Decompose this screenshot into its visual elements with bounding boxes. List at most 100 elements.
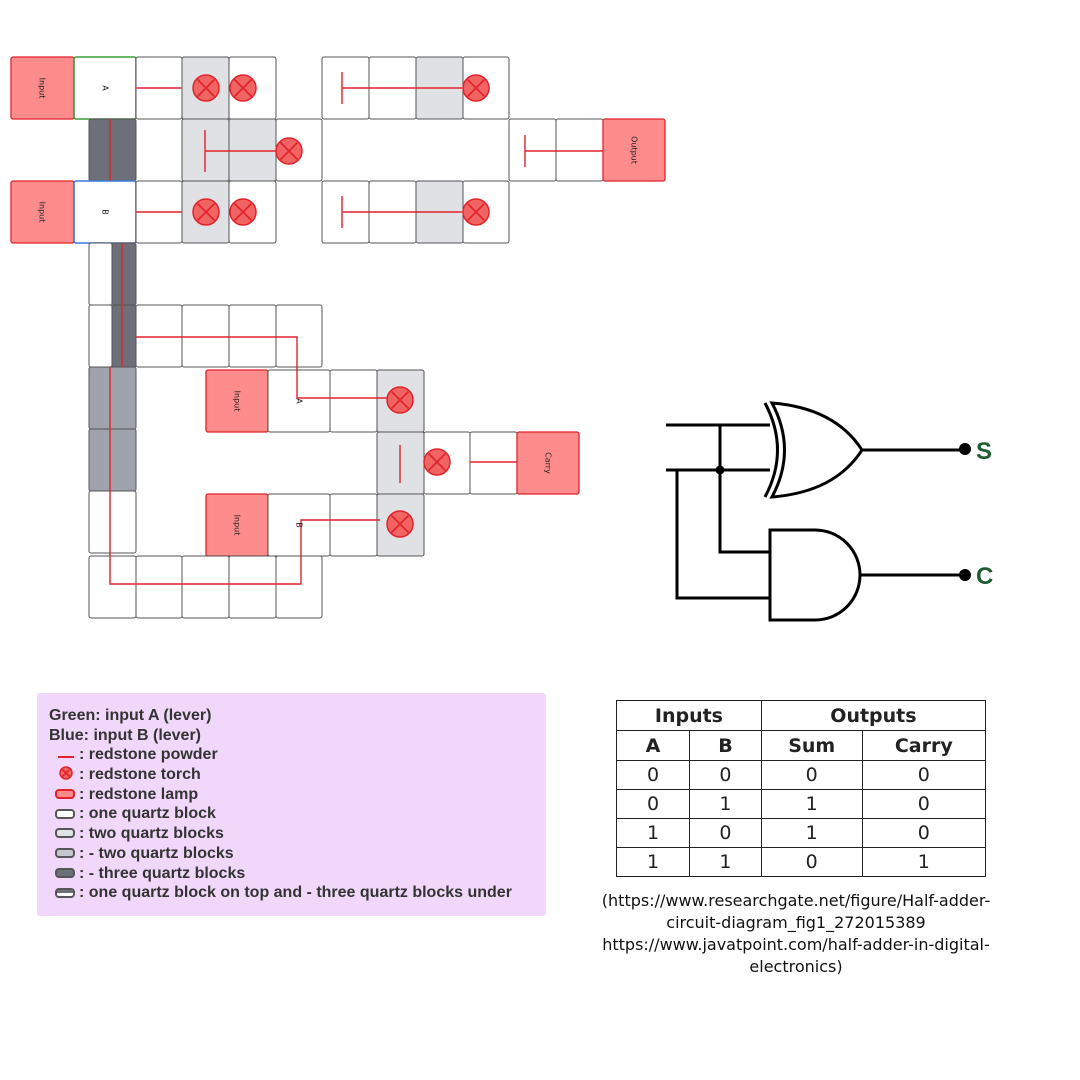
lever-a-label: A (295, 398, 304, 404)
redstone-powder-line (524, 135, 603, 167)
carry-lamp-label: Carry (544, 452, 553, 474)
two-quartz-icon (49, 824, 79, 843)
redstone-torch-icon (192, 74, 220, 102)
legend-item-text: : one quartz block (79, 805, 216, 823)
table-cell: 0 (760, 847, 863, 877)
legend-item: Blue: input B (lever) (49, 726, 534, 746)
redstone-lamp (516, 431, 580, 495)
legend-item: : one quartz block on top and - three qu… (49, 883, 534, 903)
input-lamp-label: Input (38, 78, 47, 99)
legend-item: : redstone torch (49, 765, 534, 785)
redstone-powder-line (136, 336, 388, 399)
table-cell: 1 (688, 847, 762, 877)
table-cell: 1 (616, 847, 690, 877)
minus-three-quartz-block (88, 118, 137, 182)
table-cell: 1 (688, 789, 762, 819)
lever-b-label: B (101, 209, 110, 215)
truth-table-column-header: A B Sum Carry (616, 730, 987, 761)
truth-table-group-header: Inputs Outputs (616, 700, 987, 731)
legend-item: : redstone lamp (49, 785, 534, 805)
input-lamp-label: Input (233, 515, 242, 536)
redstone-torch-icon (386, 510, 414, 538)
minus-two-quartz-block (88, 428, 137, 492)
legend-item-text: : - two quartz blocks (79, 844, 234, 862)
redstone-torch-icon (192, 198, 220, 226)
legend-item: : - two quartz blocks (49, 844, 534, 864)
source-line: circuit-diagram_fig1_272015389 (666, 913, 926, 932)
legend-item-text: Green: input A (lever) (49, 707, 212, 724)
table-cell: 0 (760, 760, 863, 790)
legend-item: Green: input A (lever) (49, 706, 534, 726)
sum-label: S (976, 438, 992, 465)
one-quartz-block (228, 304, 277, 368)
one-quartz-block (88, 555, 137, 619)
sum-output-terminal (959, 443, 971, 455)
branch-b-wire (675, 470, 770, 600)
junction-dot (715, 465, 725, 475)
table-cell: 0 (616, 789, 690, 819)
legend-item-text: : - three quartz blocks (79, 864, 246, 882)
legend-item-text: Blue: input B (lever) (49, 726, 202, 744)
legend-item: : one quartz block (49, 804, 534, 824)
table-cell: 0 (688, 760, 762, 790)
logic-gate-diagram (666, 401, 971, 622)
redstone-powder-line (204, 130, 276, 172)
one-quartz-block (469, 431, 518, 495)
source-line: https://www.javatpoint.com/half-adder-in… (602, 935, 990, 954)
input-lamp-label: Input (233, 391, 242, 412)
one-quartz-block (181, 555, 230, 619)
column-header-a: A (616, 730, 690, 761)
branch-a-wire (718, 425, 770, 554)
xor-gate-body (769, 401, 864, 499)
redstone-torches (192, 74, 490, 538)
and-gate-body (768, 528, 862, 622)
quartz-block-grid (10, 56, 666, 619)
legend-item: : two quartz blocks (49, 824, 534, 844)
one-quartz-block (508, 118, 557, 182)
one-quartz-block (329, 493, 378, 557)
redstone-torch-icon (462, 74, 490, 102)
table-cell: 1 (861, 847, 987, 877)
redstone-torch-icon (229, 198, 257, 226)
redstone-powder-line (341, 196, 462, 228)
table-cell: 1 (616, 818, 690, 848)
redstone-lamp (602, 118, 666, 182)
outputs-header: Outputs (760, 700, 987, 731)
redstone-torch-icon (423, 448, 451, 476)
output-lamp-label: Output (630, 136, 639, 164)
one-quartz-icon (49, 805, 79, 824)
carry-output-terminal (959, 569, 971, 581)
redstone-torch-icon (386, 386, 414, 414)
redstone-powder-line (341, 72, 462, 104)
column-header-carry: Carry (861, 730, 987, 761)
source-line: (https://www.researchgate.net/figure/Hal… (601, 891, 991, 910)
table-cell: 0 (861, 789, 987, 819)
legend-item: : redstone powder (49, 745, 534, 765)
table-cell: 1 (760, 789, 863, 819)
redstone-torch-icon (229, 74, 257, 102)
one-quartz-block (555, 118, 604, 182)
source-citation: (https://www.researchgate.net/figure/Hal… (586, 890, 1006, 978)
redstone-powder-line (109, 367, 380, 585)
minus-two-quartz-icon (49, 844, 79, 863)
one-quartz-block (135, 555, 183, 619)
column-header-b: B (688, 730, 762, 761)
redstone-wiring (109, 72, 603, 585)
lever-b-label: B (295, 522, 304, 528)
minus-three-quartz-block (111, 242, 137, 306)
legend-item-text: : redstone powder (79, 746, 218, 764)
one-quartz-block (88, 490, 137, 554)
lever-a-label: A (101, 85, 110, 91)
carry-label: C (976, 563, 993, 590)
one-quartz-block (181, 304, 230, 368)
table-cell: 0 (616, 760, 690, 790)
table-cell: 0 (861, 760, 987, 790)
redstone-torch-icon (462, 198, 490, 226)
redstone-powder-icon (49, 746, 79, 765)
table-cell: 1 (760, 818, 863, 848)
